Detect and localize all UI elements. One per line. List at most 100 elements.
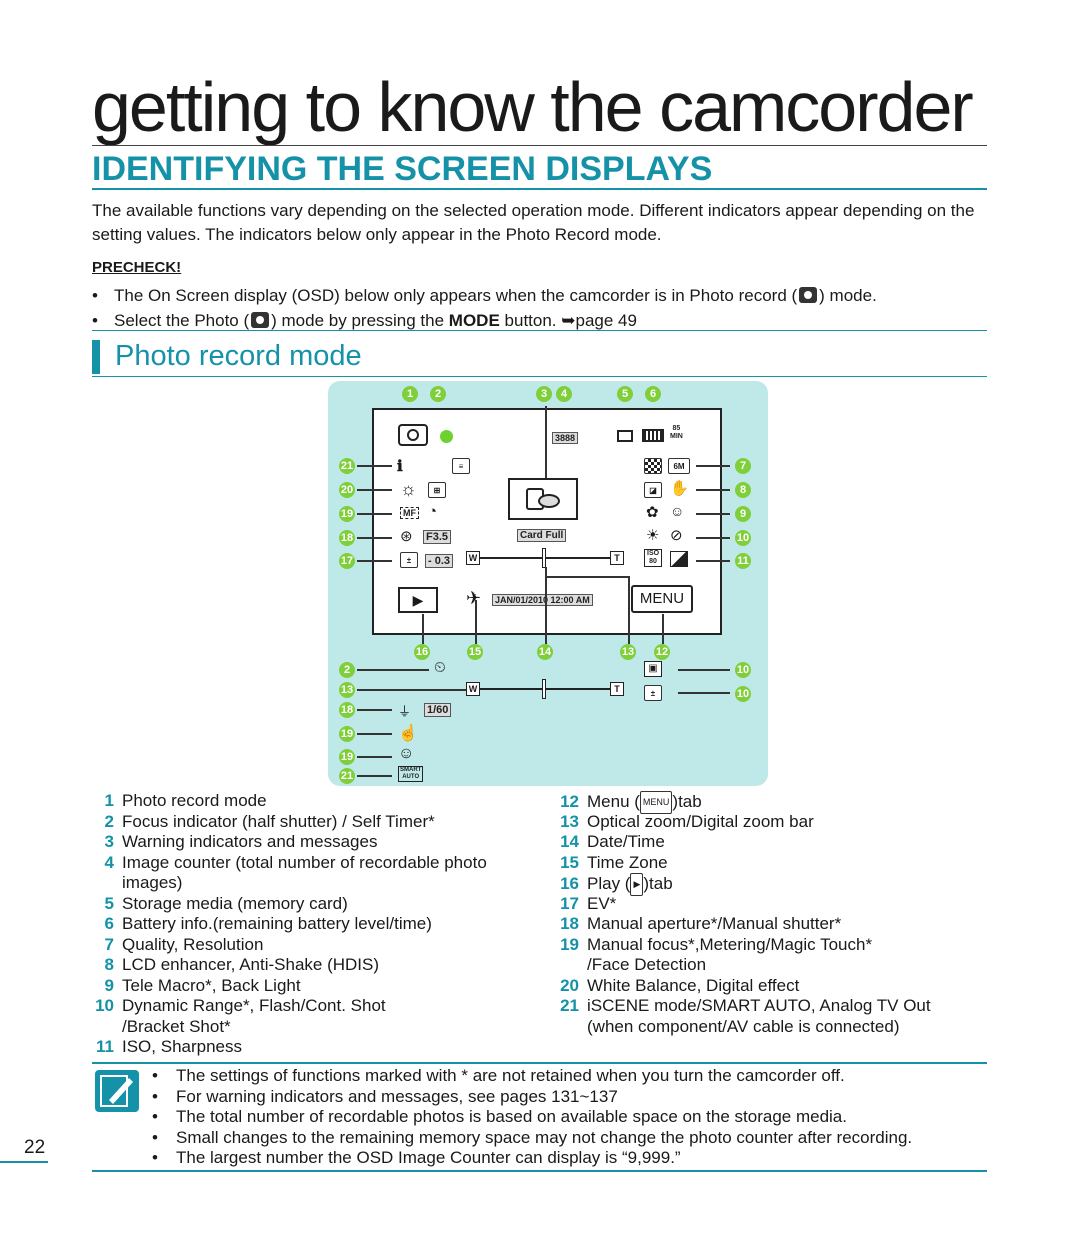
legend-number: 10	[95, 996, 114, 1015]
legend-tab-icon: MENU	[639, 791, 673, 814]
bracket-shot-icon: ±	[644, 685, 662, 701]
zoom-wide-label: W	[466, 682, 480, 696]
legend-number: 16	[560, 874, 579, 893]
note-item: • For warning indicators and messages, se…	[152, 1087, 618, 1108]
camera-icon	[398, 424, 428, 446]
legend-item: 11 ISO, Sharpness	[92, 1037, 242, 1058]
legend-text-after: )tab	[672, 792, 702, 811]
callout-19: 19	[339, 506, 355, 522]
callout-4: 4	[556, 386, 572, 402]
callout-20: 20	[339, 482, 355, 498]
callout-19-extra-2: 19	[339, 749, 355, 765]
callout-13-extra: 13	[339, 682, 355, 698]
precheck-bullet-2-text-a: Select the Photo (	[114, 311, 250, 330]
callout-3: 3	[536, 386, 552, 402]
manual-shutter-icon: ⏚	[398, 704, 412, 719]
battery-icon	[642, 429, 664, 442]
bullet-dot: •	[152, 1066, 158, 1085]
title-divider	[92, 145, 987, 146]
callout-21: 21	[339, 458, 355, 474]
callout-line	[357, 733, 392, 735]
digital-zoom-bar: W T	[466, 679, 624, 699]
callout-14: 14	[537, 644, 553, 660]
callout-line	[545, 567, 547, 644]
manual-focus-icon: MF	[400, 507, 419, 519]
quality-icon	[644, 458, 662, 474]
page-number-rule	[0, 1161, 48, 1163]
callout-line	[357, 689, 467, 691]
note-item: • The settings of functions marked with *…	[152, 1066, 845, 1087]
menu-tab-button[interactable]: MENU	[631, 585, 693, 613]
aperture-value: F3.5	[423, 530, 452, 544]
ev-icon: ±	[400, 552, 418, 568]
bullet-dot: •	[152, 1086, 158, 1106]
callout-line	[357, 465, 392, 467]
precheck-heading: PRECHECK!	[92, 259, 182, 276]
date-time: JAN/01/2010 12:00 AM	[492, 594, 593, 606]
legend-number: 1	[104, 791, 114, 810]
legend-number: 3	[104, 832, 114, 851]
callout-line	[696, 560, 730, 562]
callout-line	[696, 513, 730, 515]
callout-2-extra: 2	[339, 662, 355, 678]
callout-line	[357, 756, 392, 758]
cont-shot-icon: ▣	[644, 661, 662, 677]
anti-shake-icon: ✋	[670, 480, 689, 497]
legend-number: 7	[104, 934, 114, 954]
callout-18: 18	[339, 530, 355, 546]
legend-text: Optical zoom/Digital zoom bar	[587, 811, 814, 831]
callout-12: 12	[654, 644, 670, 660]
legend-text: ISO, Sharpness	[122, 1037, 243, 1056]
lcd-enhancer-icon: ◪	[644, 482, 662, 498]
callout-line	[357, 537, 392, 539]
legend-text: Quality, Resolution	[122, 934, 264, 954]
legend-text: Photo record mode	[122, 791, 267, 810]
camera-icon	[799, 287, 818, 303]
legend-number: 11	[96, 1037, 114, 1056]
note-top-divider	[92, 1062, 987, 1064]
callout-line	[357, 560, 392, 562]
subsection-divider	[92, 376, 987, 377]
play-tab-button[interactable]: ▶	[398, 587, 438, 613]
precheck-bullet-2: •Select the Photo () mode by pressing th…	[92, 311, 637, 330]
callout-17: 17	[339, 553, 355, 569]
precheck-bullet-1-text-b: ) mode.	[819, 286, 877, 305]
callout-8: 8	[735, 482, 751, 498]
callout-10-extra-2: 10	[735, 686, 751, 702]
legend-text: Menu (	[587, 792, 640, 811]
back-light-icon: ☺	[670, 503, 685, 519]
callout-line	[357, 775, 392, 777]
legend-text: Date/Time	[587, 832, 665, 851]
legend-text: iSCENE mode/SMART AUTO, Analog TV Out	[587, 996, 931, 1015]
legend-number: 4	[104, 852, 114, 872]
legend-number: 21	[560, 996, 579, 1015]
legend-item: 21 iSCENE mode/SMART AUTO, Analog TV Out	[557, 996, 931, 1017]
callout-16: 16	[414, 644, 430, 660]
face-detection-icon: ☺	[398, 745, 415, 762]
iso-icon: ISO 80	[644, 549, 663, 567]
card-full-message: Card Full	[517, 529, 567, 542]
legend-text: Focus indicator (half shutter) / Self Ti…	[122, 811, 435, 831]
note-text: The settings of functions marked with * …	[176, 1066, 845, 1085]
legend-item: 14 Date/Time	[557, 832, 665, 853]
bullet-dot: •	[152, 1148, 158, 1167]
legend-number: 14	[560, 832, 579, 851]
callout-10: 10	[735, 530, 751, 546]
note-text: For warning indicators and messages, see…	[176, 1086, 618, 1106]
legend-text-after: )tab	[643, 874, 673, 893]
legend-item: images)	[92, 873, 182, 894]
legend-number: 9	[104, 975, 114, 995]
legend-number: 15	[560, 852, 579, 872]
section-divider	[92, 188, 987, 190]
note-item: •The total number of recordable photos i…	[152, 1107, 847, 1128]
metering-icon: ◔	[428, 503, 438, 520]
callout-10-extra-1: 10	[735, 662, 751, 678]
legend-number: 6	[104, 914, 114, 933]
subsection-title: Photo record mode	[115, 340, 362, 372]
precheck-divider	[92, 330, 987, 331]
legend-number: 17	[560, 893, 579, 913]
